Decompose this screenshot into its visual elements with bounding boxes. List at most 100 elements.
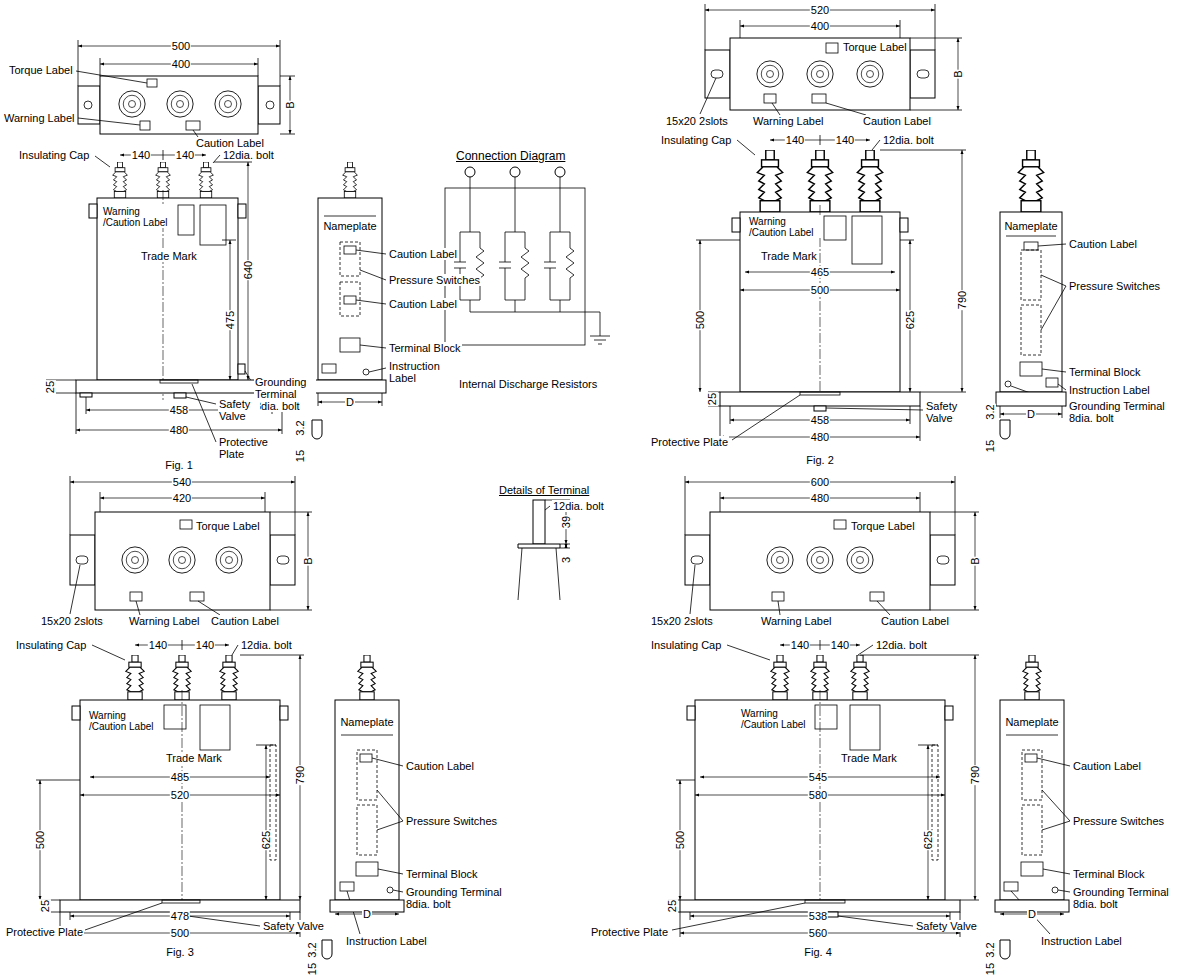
dimension-value: 478 xyxy=(170,910,190,922)
figure-3-drawing xyxy=(169,547,195,573)
part-label: Safety Valve xyxy=(915,920,978,932)
figure-2-drawing xyxy=(917,70,929,78)
figure-4-drawing xyxy=(720,492,920,512)
figure-1-drawing xyxy=(76,71,198,137)
dimension-value: 3.2 xyxy=(984,941,996,958)
dimension-value: 540 xyxy=(172,476,192,488)
figure-2-drawing xyxy=(1005,381,1011,387)
figure-3-drawing xyxy=(85,903,260,930)
figure-1-drawing xyxy=(340,242,360,276)
figure-1-drawing xyxy=(147,79,157,87)
figure-3-drawing xyxy=(95,512,270,610)
figure-2-drawing xyxy=(732,218,740,232)
figure-2-drawing xyxy=(1018,150,1043,212)
part-label: Warning Label xyxy=(3,112,76,124)
figure-3-drawing xyxy=(100,492,265,512)
dimension-value: 500 xyxy=(810,284,830,296)
figure-3-drawing xyxy=(200,705,230,750)
part-label: Instruction Label xyxy=(1068,384,1151,396)
figure-2-drawing xyxy=(910,50,935,98)
part-label: Nameplate xyxy=(339,716,394,728)
figure-3-drawing xyxy=(76,556,88,564)
figure-2-drawing xyxy=(764,94,776,103)
part-label: Caution Label xyxy=(862,115,932,127)
dimension-value: 25 xyxy=(39,899,51,913)
figure-2-drawing xyxy=(737,135,880,155)
figure-2-drawing xyxy=(1020,362,1042,376)
figure-1-drawing xyxy=(318,198,382,380)
dimension-value: 625 xyxy=(260,830,272,850)
dimension-value: 3.2 xyxy=(984,403,996,420)
figure-1-drawing xyxy=(344,296,356,304)
figure-4-drawing xyxy=(847,547,873,573)
part-label: Grounding Terminal 8dia. bolt xyxy=(1072,886,1179,910)
part-label: Safety Valve xyxy=(925,400,967,424)
figure-2-drawing xyxy=(730,38,910,110)
dimension-value: 140 xyxy=(785,134,805,146)
dimension-value: 790 xyxy=(969,765,981,785)
part-label: Grounding Terminal 8dia. bolt xyxy=(254,376,316,412)
figure-4-drawing xyxy=(860,655,979,900)
dimension-value: 25 xyxy=(706,392,718,406)
figure-4-drawing xyxy=(930,535,955,585)
figure-3-drawing xyxy=(220,655,238,700)
dimension-value: 140 xyxy=(830,639,850,651)
terminal-detail xyxy=(518,548,560,600)
figure-3-drawing xyxy=(322,940,332,959)
figure-3-drawing xyxy=(126,655,144,700)
figure-4-drawing xyxy=(1052,887,1058,893)
dimension-value: 140 xyxy=(175,149,195,161)
dimension-value: D xyxy=(1026,408,1036,420)
dimension-value: 15 xyxy=(984,962,996,976)
dimension-value: 465 xyxy=(810,266,830,278)
terminal-detail xyxy=(545,506,550,510)
dimension-value: 15 xyxy=(984,439,996,453)
figure-1-drawing xyxy=(312,420,322,439)
part-label: Pressure Switches xyxy=(405,815,498,827)
part-label: Torque Label xyxy=(8,64,74,76)
part-label: Grounding Terminal 8dia. bolt xyxy=(405,886,512,910)
figure-1-drawing xyxy=(340,282,360,316)
figure-1-drawing xyxy=(238,364,245,374)
figure-3-drawing xyxy=(256,745,276,746)
figure-1-drawing xyxy=(113,162,128,198)
figure-4-drawing xyxy=(851,655,869,700)
figure-4-drawing xyxy=(1000,700,1064,900)
dimension-value: 625 xyxy=(922,830,934,850)
part-label: 12dia. bolt xyxy=(882,134,935,146)
figure-2-drawing xyxy=(1000,420,1010,439)
figure-2-drawing xyxy=(996,392,1066,406)
dimension-value: 480 xyxy=(810,431,830,443)
figure-2-drawing xyxy=(757,150,782,212)
dimension-value: 25 xyxy=(44,380,56,394)
part-label: Caution Label xyxy=(195,137,265,149)
figure-2-drawing xyxy=(696,4,1066,441)
figure-1-drawing xyxy=(322,364,336,373)
dimension-value: 790 xyxy=(956,290,968,310)
figure-3-drawing xyxy=(80,700,280,900)
dimension-value: 500 xyxy=(34,830,46,850)
figure-4-drawing xyxy=(1025,754,1037,762)
figure-1-drawing xyxy=(214,162,252,163)
terminal-detail xyxy=(518,544,560,548)
figure-2-drawing xyxy=(962,150,963,392)
figure-4-drawing xyxy=(672,903,913,930)
part-label: Caution Label xyxy=(388,298,458,310)
connection-diagram xyxy=(445,167,610,345)
part-label: Caution Label xyxy=(210,615,280,627)
figure-2-drawing xyxy=(696,240,740,241)
part-label: 15x20 2slots xyxy=(665,115,729,127)
dimension-value: 140 xyxy=(131,149,151,161)
figure-2-drawing xyxy=(824,216,846,240)
figure-3-drawing xyxy=(356,862,378,876)
dimension-value: 400 xyxy=(171,58,191,70)
dimension-value: 500 xyxy=(171,40,191,52)
figure-1-drawing xyxy=(100,58,258,76)
figure-3-drawing xyxy=(122,547,148,573)
figure-2-drawing xyxy=(1046,378,1058,387)
figure-2-drawing xyxy=(900,240,914,241)
figure-2-drawing xyxy=(857,61,883,87)
figure-2-drawing xyxy=(852,216,882,264)
part-label: Trade Mark xyxy=(760,250,818,262)
